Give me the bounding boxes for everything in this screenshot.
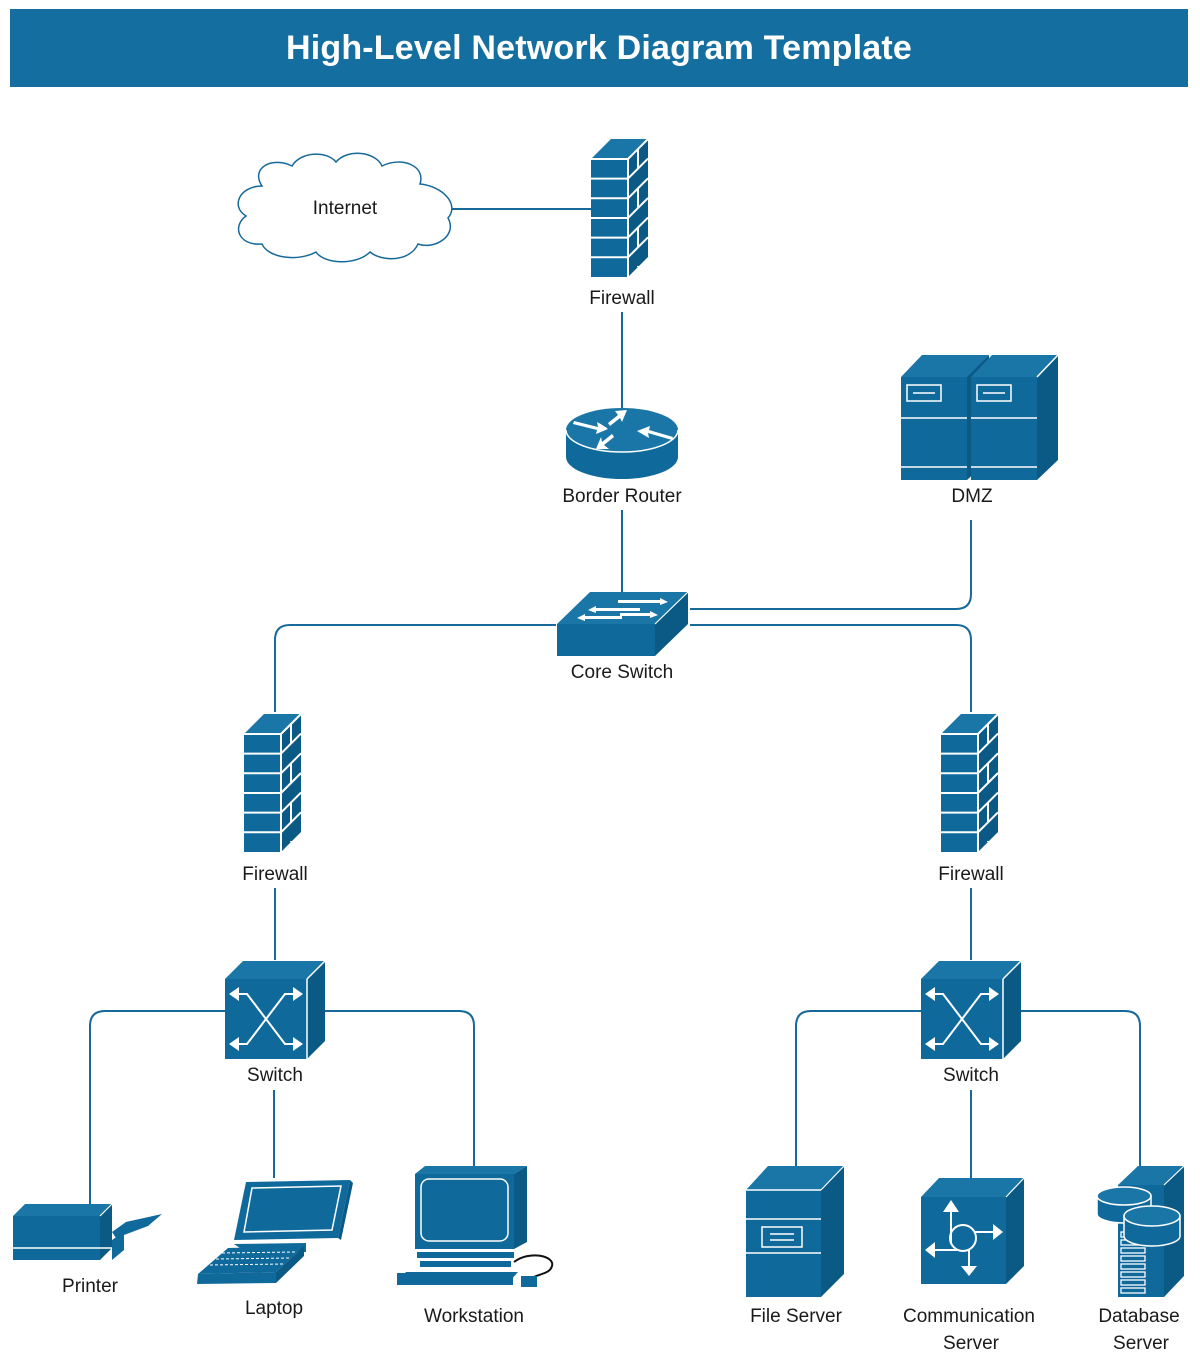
cloud-icon: [237, 152, 453, 263]
laptop-icon: [197, 1180, 353, 1284]
firewall-top-label: Firewall: [589, 288, 654, 309]
link-switch-printer: [89, 1010, 226, 1204]
node-firewall-right[interactable]: Firewall: [938, 713, 1004, 885]
firewall-icon: [590, 138, 649, 278]
node-switch-left[interactable]: Switch: [224, 960, 326, 1086]
workgroup-switch-icon: [557, 591, 689, 656]
switch-left-label: Switch: [247, 1065, 303, 1086]
link-switch-fileserver: [795, 1010, 922, 1166]
laptop-label: Laptop: [245, 1298, 303, 1319]
node-database-server[interactable]: Database Server: [1096, 1165, 1185, 1354]
node-communication-server[interactable]: Communication Server: [903, 1177, 1035, 1354]
node-core-switch[interactable]: Core Switch: [557, 591, 689, 683]
firewall-right-label: Firewall: [938, 864, 1003, 885]
communication-server-icon: [921, 1177, 1025, 1284]
core-switch-label: Core Switch: [571, 662, 673, 683]
printer-icon: [13, 1203, 162, 1260]
link-switch-dbserver: [1020, 1010, 1141, 1166]
border-router-label: Border Router: [562, 486, 682, 507]
file-server-icon: [746, 1165, 845, 1297]
communication-server-label-line2: Server: [943, 1333, 1000, 1354]
firewall-icon: [940, 713, 999, 853]
node-dmz[interactable]: DMZ: [901, 354, 1059, 507]
node-firewall-top[interactable]: Firewall: [589, 138, 655, 309]
node-printer[interactable]: Printer: [13, 1203, 162, 1297]
layer3-switch-icon: [224, 960, 326, 1060]
database-server-label-line2: Server: [1113, 1333, 1170, 1354]
dmz-label: DMZ: [951, 486, 993, 507]
diagram-title: High-Level Network Diagram Template: [285, 28, 913, 67]
link-coreswitch-dmz: [690, 520, 972, 610]
firewall-left-label: Firewall: [242, 864, 307, 885]
node-internet[interactable]: Internet: [237, 152, 453, 263]
node-workstation[interactable]: Workstation: [397, 1166, 554, 1327]
router-icon: [565, 408, 679, 479]
database-server-label-line1: Database: [1098, 1306, 1179, 1327]
database-server-icon: [1096, 1165, 1185, 1297]
connectors: [89, 208, 1141, 1204]
printer-label: Printer: [62, 1276, 119, 1297]
link-switch-workstation: [324, 1010, 475, 1166]
node-file-server[interactable]: File Server: [746, 1165, 845, 1327]
firewall-icon: [243, 713, 302, 853]
communication-server-label-line1: Communication: [903, 1306, 1035, 1327]
node-laptop[interactable]: Laptop: [197, 1180, 353, 1319]
node-border-router[interactable]: Border Router: [562, 408, 682, 507]
workstation-label: Workstation: [424, 1306, 524, 1327]
node-firewall-left[interactable]: Firewall: [242, 713, 308, 885]
switch-right-label: Switch: [943, 1065, 999, 1086]
node-switch-right[interactable]: Switch: [920, 960, 1022, 1086]
link-coreswitch-firewall-right: [690, 624, 972, 712]
server-pair-icon: [901, 354, 1059, 480]
internet-label: Internet: [313, 198, 378, 219]
file-server-label: File Server: [750, 1306, 843, 1327]
link-coreswitch-firewall-left: [274, 624, 556, 712]
title-bar: High-Level Network Diagram Template: [10, 9, 1188, 87]
workstation-icon: [397, 1166, 554, 1287]
layer3-switch-icon: [920, 960, 1022, 1060]
